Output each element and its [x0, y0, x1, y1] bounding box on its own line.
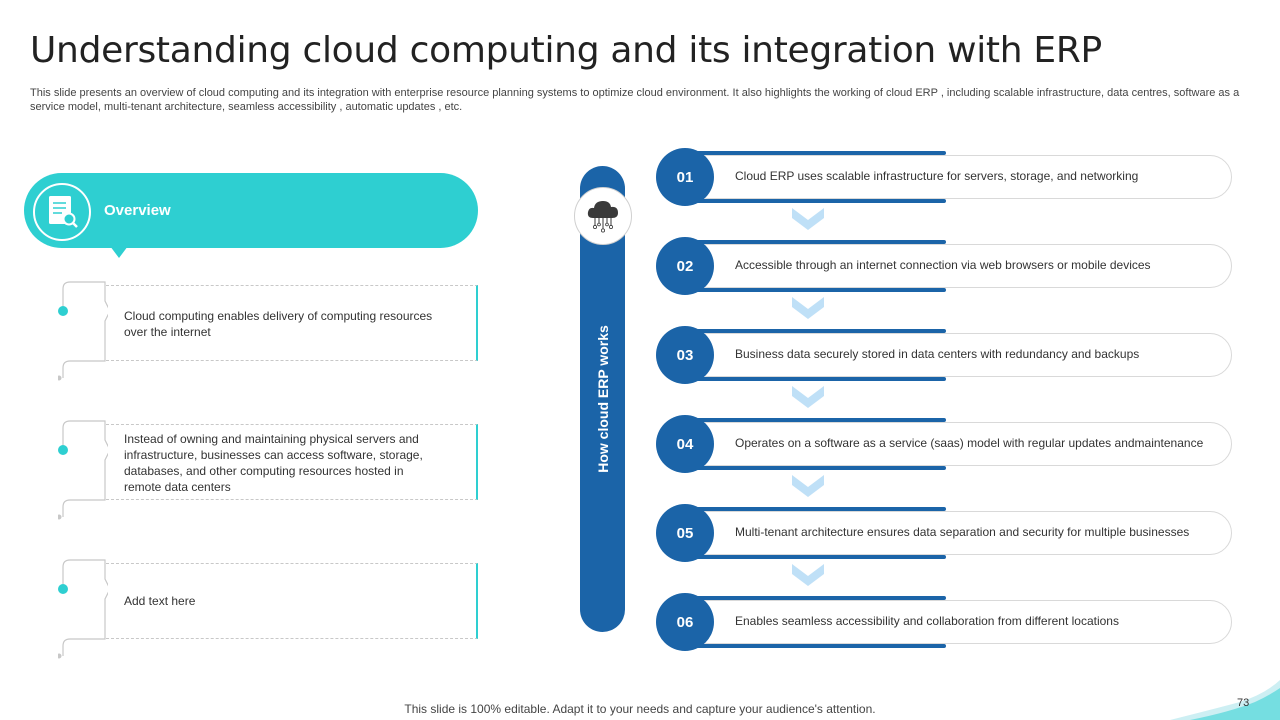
footer-note: This slide is 100% editable. Adapt it to…	[404, 702, 876, 716]
overview-label: Overview	[104, 202, 171, 219]
process-step: 02 Accessible through an internet connec…	[656, 237, 1232, 300]
slide-title: Understanding cloud computing and its in…	[30, 30, 1102, 71]
process-step: 05 Multi-tenant architecture ensures dat…	[656, 504, 1232, 567]
chevron-down-icon	[792, 475, 824, 497]
overview-item: Cloud computing enables delivery of comp…	[58, 281, 478, 381]
chevron-down-icon	[792, 386, 824, 408]
item-connector	[58, 420, 108, 520]
document-search-icon	[33, 183, 91, 241]
step-text: Multi-tenant architecture ensures data s…	[735, 525, 1190, 539]
step-number: 05	[656, 504, 714, 562]
process-step: 03 Business data securely stored in data…	[656, 326, 1232, 389]
overview-pointer	[110, 246, 128, 258]
overview-item: Instead of owning and maintaining physic…	[58, 420, 478, 520]
step-text: Enables seamless accessibility and colla…	[735, 614, 1119, 628]
overview-item: Add text here	[58, 559, 478, 659]
overview-header	[24, 173, 478, 248]
step-text: Operates on a software as a service (saa…	[735, 436, 1204, 450]
step-number: 01	[656, 148, 714, 206]
step-number: 04	[656, 415, 714, 473]
step-number: 03	[656, 326, 714, 384]
overview-item-text: Instead of owning and maintaining physic…	[124, 432, 423, 494]
chevron-down-icon	[792, 297, 824, 319]
item-connector	[58, 281, 108, 381]
process-step: 06 Enables seamless accessibility and co…	[656, 593, 1232, 656]
process-label: How cloud ERP works	[595, 325, 611, 473]
chevron-down-icon	[792, 564, 824, 586]
process-step: 04 Operates on a software as a service (…	[656, 415, 1232, 478]
slide-subtitle: This slide presents an overview of cloud…	[30, 87, 1240, 113]
cloud-network-icon	[574, 187, 632, 245]
page-number: 73	[1237, 697, 1250, 709]
step-text: Business data securely stored in data ce…	[735, 347, 1140, 361]
overview-item-text: Cloud computing enables delivery of comp…	[124, 309, 433, 339]
item-connector	[58, 559, 108, 659]
step-text: Accessible through an internet connectio…	[735, 258, 1151, 272]
step-text: Cloud ERP uses scalable infrastructure f…	[735, 169, 1139, 183]
corner-wave-decoration	[1170, 680, 1280, 720]
overview-item-text: Add text here	[124, 594, 196, 608]
chevron-down-icon	[792, 208, 824, 230]
process-step: 01 Cloud ERP uses scalable infrastructur…	[656, 148, 1232, 211]
step-number: 06	[656, 593, 714, 651]
step-number: 02	[656, 237, 714, 295]
